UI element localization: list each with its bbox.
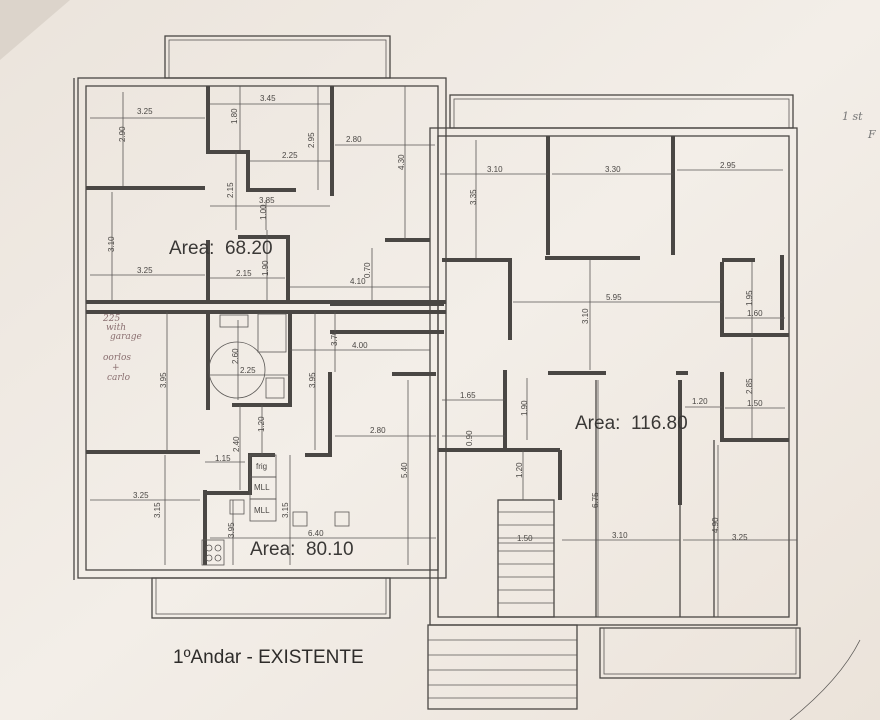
dim-label: 3.25: [137, 266, 153, 275]
dim-label: 3.10: [612, 531, 628, 540]
dim-label: 4.90: [711, 517, 720, 533]
dim-label: 2.25: [282, 151, 298, 160]
dim-label: 5.40: [400, 462, 409, 478]
mll-label: MLL: [254, 506, 270, 515]
dim-label: 3.10: [107, 236, 116, 252]
dim-label: 1.20: [257, 416, 266, 432]
area-label-116: Area: 116.80: [575, 413, 688, 434]
dim-label: 2.60: [231, 348, 240, 364]
dim-label: 2.15: [226, 182, 235, 198]
dim-label: 0.90: [465, 430, 474, 446]
dim-label: 3.95: [159, 372, 168, 388]
dimension-lines: [90, 86, 797, 617]
dim-label: 1.65: [460, 391, 476, 400]
page-curl: [789, 639, 861, 720]
dim-label: 1.90: [261, 260, 270, 276]
dim-label: 2.80: [346, 135, 362, 144]
note-text: carlo: [107, 373, 131, 383]
note-text: oorlos: [103, 353, 131, 363]
bathroom-fixtures: [208, 313, 287, 399]
area-label-80: Area: 80.10: [250, 539, 354, 560]
dim-label: 3.10: [581, 308, 590, 324]
dim-label: 2.95: [307, 132, 316, 148]
dim-label: 3.15: [153, 502, 162, 518]
dim-label: 1.60: [747, 309, 763, 318]
note-text: garage: [110, 332, 142, 342]
outer-walls: [73, 77, 798, 626]
dim-label: 6.75: [591, 492, 600, 508]
dim-label: 3.95: [227, 522, 236, 538]
dim-label: 1.80: [230, 108, 239, 124]
dim-label: 2.15: [236, 269, 252, 278]
mll-label: MLL: [254, 483, 270, 492]
area-label-68: Area: 68.20: [169, 238, 273, 259]
kitchen-fixtures: frig MLL MLL: [201, 454, 350, 566]
dim-label: 3.15: [281, 502, 290, 518]
plan-title: 1ºAndar - EXISTENTE: [173, 647, 364, 668]
dim-label: 1.00: [259, 204, 268, 220]
fridge-label: frig: [256, 462, 267, 471]
dim-label: 3.25: [732, 533, 748, 542]
handwritten-floor-note: F: [867, 128, 876, 141]
dim-label: 3.95: [308, 372, 317, 388]
note-text: with: [106, 323, 126, 333]
dim-label: 1.15: [215, 454, 231, 463]
dim-label: 3.10: [487, 165, 503, 174]
dim-label: 3.85: [259, 196, 275, 205]
dim-label: 1.20: [692, 397, 708, 406]
note-text: +: [112, 363, 120, 373]
note-text: 225: [102, 314, 120, 324]
dim-label: 3.70: [330, 330, 339, 346]
dim-label: 2.95: [720, 161, 736, 170]
dim-label: 1.90: [520, 400, 529, 416]
handwritten-note: 225 with garage oorlos + carlo: [102, 314, 142, 383]
dim-label: 4.00: [352, 341, 368, 350]
dim-label: 3.30: [605, 165, 621, 174]
dim-label: 2.25: [240, 366, 256, 375]
dim-label: 2.90: [118, 126, 127, 142]
dim-label: 4.10: [350, 277, 366, 286]
dim-label: 2.80: [370, 426, 386, 435]
dim-label: 3.25: [133, 491, 149, 500]
inner-walls: [86, 86, 789, 617]
page-fold-shadow: [0, 0, 70, 60]
dim-label: 0.70: [363, 262, 372, 278]
dim-label: 3.45: [260, 94, 276, 103]
handwritten-floor-note: 1 st: [842, 110, 863, 123]
dim-label: 6.40: [308, 529, 324, 538]
dim-label: 4.30: [397, 154, 406, 170]
dimension-labels: 3.25 2.90 3.45 1.80 2.95 2.25 2.80 4.30 …: [107, 94, 763, 543]
dim-label: 1.50: [517, 534, 533, 543]
dim-label: 1.50: [747, 399, 763, 408]
dim-label: 5.95: [606, 293, 622, 302]
dim-label: 1.95: [745, 290, 754, 306]
dim-label: 3.25: [137, 107, 153, 116]
dim-label: 2.85: [745, 378, 754, 394]
stairs: [427, 499, 578, 710]
dim-label: 1.20: [515, 462, 524, 478]
dim-label: 3.35: [469, 189, 478, 205]
dim-label: 2.40: [232, 436, 241, 452]
